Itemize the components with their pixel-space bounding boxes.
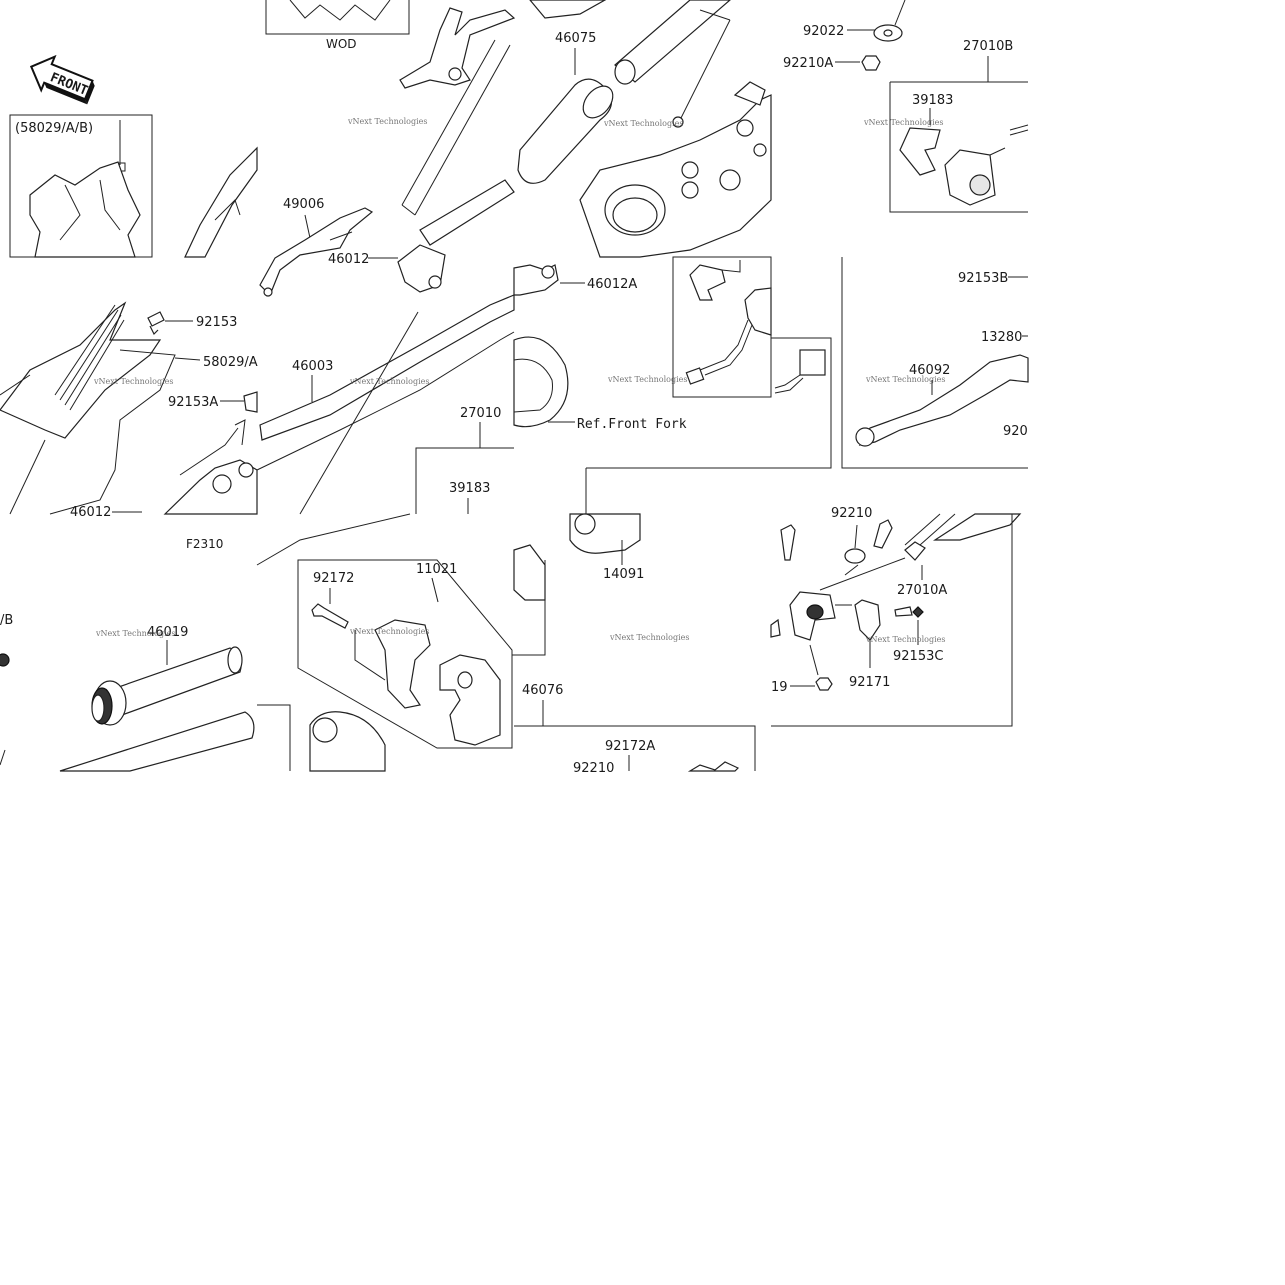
part-label-92153b: 92153B xyxy=(958,271,1008,286)
grip-46019 xyxy=(109,647,242,716)
bar-tube-lower xyxy=(59,711,255,772)
part-label-92171: 92171 xyxy=(849,675,890,690)
part-label-92210-top-partial: 92210 xyxy=(831,506,872,521)
part-label-19-partial: 19 xyxy=(771,680,788,695)
part-label-92172: 92172 xyxy=(313,571,354,586)
part-label-39183-right: 39183 xyxy=(912,93,953,108)
bolt-92153a xyxy=(243,391,258,413)
part-label-46076: 46076 xyxy=(522,683,563,698)
tile-handlebar-main: 46003 27010 39183 vNext Technologies xyxy=(256,294,515,515)
screw-left-edge xyxy=(0,653,10,667)
watermark-11: vNext Technologies xyxy=(609,633,689,642)
figure-code: F2310 xyxy=(186,537,223,551)
connector-block xyxy=(799,349,826,376)
part-label-39183-mid: 39183 xyxy=(449,481,490,496)
handlebar-clamp xyxy=(399,7,516,89)
part-label-46019: 46019 xyxy=(147,625,188,640)
fairing-inner xyxy=(0,301,162,439)
tile-front-cowl: FRONT (58029/A/B) xyxy=(9,54,258,258)
watermark-10: vNext Technologies xyxy=(349,627,429,636)
part-label-920-partial: 920 xyxy=(1003,424,1028,439)
part-label-92022: 92022 xyxy=(803,24,844,39)
bolt-left xyxy=(780,524,796,561)
part-label-27010: 27010 xyxy=(460,406,501,421)
switch-clamp-92171 xyxy=(854,599,881,641)
switch-half-outer xyxy=(439,654,501,746)
part-label-46075: 46075 xyxy=(555,31,596,46)
tile-left-switch: 92172 11021 vNext Technologies xyxy=(256,513,546,772)
tile-fork-ref: 46012A Ref.Front Fork vNext Technologies xyxy=(513,256,772,514)
part-label-27010b: 27010B xyxy=(963,39,1013,54)
part-label-46092: 46092 xyxy=(909,363,950,378)
brake-lever-46092 xyxy=(858,354,1029,446)
part-label-46012a: 46012A xyxy=(587,277,637,292)
part-label-13280: 13280 xyxy=(981,330,1022,345)
tile-mid-lower: 14091 vNext Technologies 46076 92172A 92… xyxy=(514,513,756,776)
part-label-58029-ab-partial: /B xyxy=(0,613,13,628)
watermark-5: vNext Technologies xyxy=(93,377,173,386)
part-label-58029-paren: (58029/A/B) xyxy=(15,121,93,136)
nut-92210a xyxy=(861,55,881,71)
front-arrow-icon: FRONT xyxy=(29,54,95,105)
watermark-4: vNext Technologies xyxy=(863,118,943,127)
part-label-92210: 92210 xyxy=(573,761,614,776)
tile-throttle-clamp: 46075 vNext Technologies xyxy=(517,0,772,258)
tile-grip-left: F2310 /B 46019 vNext Technologies xyxy=(0,537,255,772)
watermark-8: vNext Technologies xyxy=(865,375,945,384)
part-label-92153: 92153 xyxy=(196,315,237,330)
fork-top xyxy=(513,336,569,428)
part-label-92210a: 92210A xyxy=(783,56,833,71)
part-label-14091: 14091 xyxy=(603,567,644,582)
tile-clutch-switch: 92210 27010A 92153C 92171 19 vNext Techn… xyxy=(770,506,1022,727)
switch-half-11021 xyxy=(374,619,431,709)
switch-clamp-39183 xyxy=(899,127,941,176)
wire-clip xyxy=(689,264,726,301)
handlebar-46003 xyxy=(259,294,515,441)
part-label-27010a: 27010A xyxy=(897,583,947,598)
switch-connector xyxy=(744,287,772,336)
watermark-9: vNext Technologies xyxy=(95,629,175,638)
screw-92172 xyxy=(311,603,349,629)
bolt-92153 xyxy=(147,311,165,336)
part-label-92172a: 92172A xyxy=(605,739,655,754)
bolt-top xyxy=(873,519,893,549)
cowl-panel xyxy=(29,161,141,258)
switch-detail-box xyxy=(297,559,513,749)
part-label-46012-left: 46012 xyxy=(70,505,111,520)
part-label-92153c: 92153C xyxy=(893,649,943,664)
part-label-49006: 49006 xyxy=(283,197,324,212)
tile-switch-right: 92022 92210A 27010B 39183 vNext Technolo… xyxy=(783,0,1029,213)
watermark-3: vNext Technologies xyxy=(603,119,683,128)
watermark-2: vNext Technologies xyxy=(347,117,427,126)
switch-housing-27010b xyxy=(944,149,996,206)
part-label-11021: 11021 xyxy=(416,562,457,577)
wod-box xyxy=(265,0,410,35)
clutch-cable xyxy=(932,513,1022,541)
tile-handlebar-left: WOD 49006 46012 vNext Technologies xyxy=(259,0,516,297)
part-label-92153a: 92153A xyxy=(168,395,218,410)
wod-label: WOD xyxy=(326,37,357,51)
lever-49006 xyxy=(259,207,374,297)
part-label-46012-mid: 46012 xyxy=(328,252,369,267)
watermark-6: vNext Technologies xyxy=(349,377,429,386)
watermark-7: vNext Technologies xyxy=(607,375,687,384)
bar-tube xyxy=(419,179,515,246)
tile-left-fairing: 92153 58029/A 92153A 46012 vNext Technol… xyxy=(0,301,258,520)
nut-lower xyxy=(815,677,833,691)
mirror-stay xyxy=(184,146,258,258)
part-label-46003: 46003 xyxy=(292,359,333,374)
watermark-12: vNext Technologies xyxy=(865,635,945,644)
tile-brake-lever: 92153B 13280 46092 920 vNext Technologie… xyxy=(771,257,1029,469)
ref-front-fork-label: Ref.Front Fork xyxy=(577,417,687,432)
part-label-58029-a: 58029/A xyxy=(203,355,258,370)
